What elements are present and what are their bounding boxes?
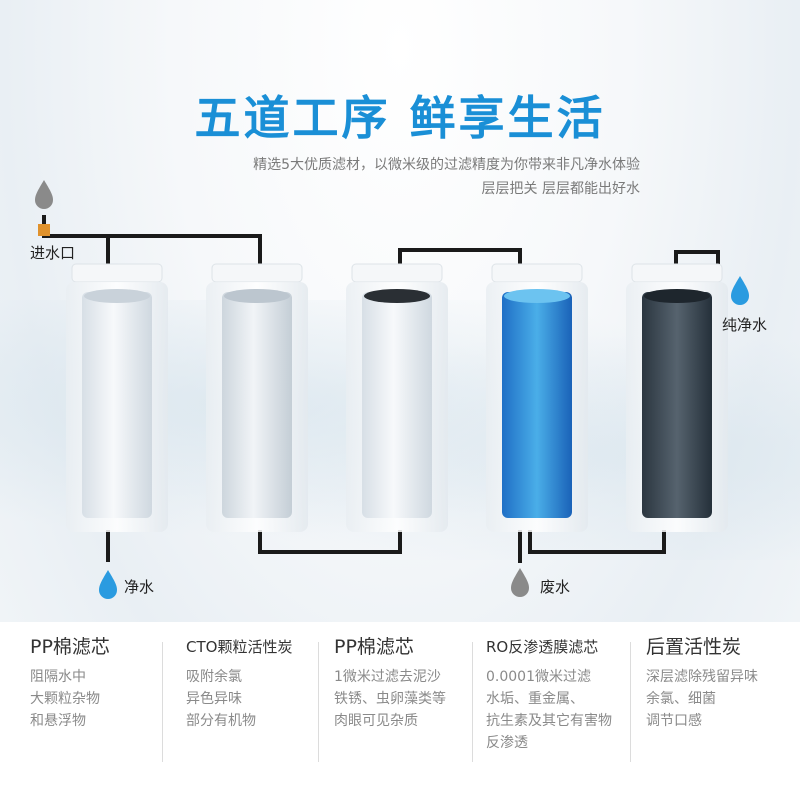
post-carbon-cartridge <box>642 292 712 518</box>
stage-desc-line: 反渗透 <box>486 735 528 751</box>
stage-desc-line: 铁锈、虫卵藻类等 <box>334 691 446 707</box>
subtitle-line-2: 层层把关 层层都能出好水 <box>481 181 640 197</box>
stage-desc-line: 异色异味 <box>186 691 242 707</box>
cto-carbon-cartridge <box>222 292 292 518</box>
stage-name: PP棉滤芯 <box>334 636 414 658</box>
filter-diagram <box>35 180 749 599</box>
stage-1: PP棉滤芯 阻隔水中 大颗粒杂物 和悬浮物 <box>30 634 180 774</box>
stage-descriptions: PP棉滤芯 阻隔水中 大颗粒杂物 和悬浮物 CTO颗粒活性炭 吸附余氯 异色异味… <box>0 622 800 800</box>
clean-water-label: 净水 <box>124 578 155 596</box>
stage-5: 后置活性炭 深层滤除残留异味 余氯、细菌 调节口感 <box>646 634 796 774</box>
filter-housing-1 <box>66 263 168 532</box>
stage-name: PP棉滤芯 <box>30 636 110 658</box>
filter-housing-4 <box>486 263 588 532</box>
stage-desc-line: 0.0001微米过滤 <box>486 669 591 685</box>
pure-water-label: 纯净水 <box>722 316 768 334</box>
stage-desc-line: 余氯、细菌 <box>646 691 716 707</box>
clean-water-drop-icon <box>99 570 117 599</box>
stage-desc-line: 深层滤除残留异味 <box>646 669 758 685</box>
stage-desc-line: 调节口感 <box>646 713 702 729</box>
stage-name: 后置活性炭 <box>646 636 742 658</box>
water-pipes <box>42 215 720 563</box>
stage-desc-line: 阻隔水中 <box>30 669 86 685</box>
stage-desc-line: 和悬浮物 <box>30 713 86 729</box>
waste-water-label: 废水 <box>540 578 571 596</box>
subtitle-line-1: 精选5大优质滤材，以微米级的过滤精度为你带来非凡净水体验 <box>253 157 640 173</box>
stage-desc-line: 吸附余氯 <box>186 669 242 685</box>
stage-desc-line: 大颗粒杂物 <box>30 691 100 707</box>
stage-4: RO反渗透膜滤芯 0.0001微米过滤 水垢、重金属、 抗生素及其它有害物 反渗… <box>486 634 636 774</box>
divider <box>472 642 473 762</box>
ro-membrane-cartridge <box>502 292 572 518</box>
divider <box>318 642 319 762</box>
stage-name: RO反渗透膜滤芯 <box>486 638 599 656</box>
pp-cotton-cartridge-1 <box>82 292 152 518</box>
stage-desc-line: 部分有机物 <box>186 713 256 729</box>
filter-housing-2 <box>206 263 308 532</box>
stage-desc-line: 抗生素及其它有害物 <box>486 713 612 729</box>
divider <box>630 642 631 762</box>
filter-housing-5 <box>626 263 728 532</box>
stage-desc-line: 水垢、重金属、 <box>486 691 584 707</box>
inlet-water-drop-icon <box>35 180 53 209</box>
inlet-valve <box>38 224 50 236</box>
pure-water-drop-icon <box>731 276 749 305</box>
stage-name: CTO颗粒活性炭 <box>186 638 293 656</box>
stage-desc-line: 1微米过滤去泥沙 <box>334 669 441 685</box>
pp-cotton-cartridge-2 <box>362 292 432 518</box>
filter-housing-3 <box>346 263 448 532</box>
page-title: 五道工序 鲜享生活 <box>194 91 606 145</box>
divider <box>162 642 163 762</box>
stage-desc-line: 肉眼可见杂质 <box>334 713 418 729</box>
waste-water-drop-icon <box>511 568 529 597</box>
stage-3: PP棉滤芯 1微米过滤去泥沙 铁锈、虫卵藻类等 肉眼可见杂质 <box>334 634 484 774</box>
stage-2: CTO颗粒活性炭 吸附余氯 异色异味 部分有机物 <box>186 634 336 774</box>
inlet-label: 进水口 <box>30 244 76 262</box>
